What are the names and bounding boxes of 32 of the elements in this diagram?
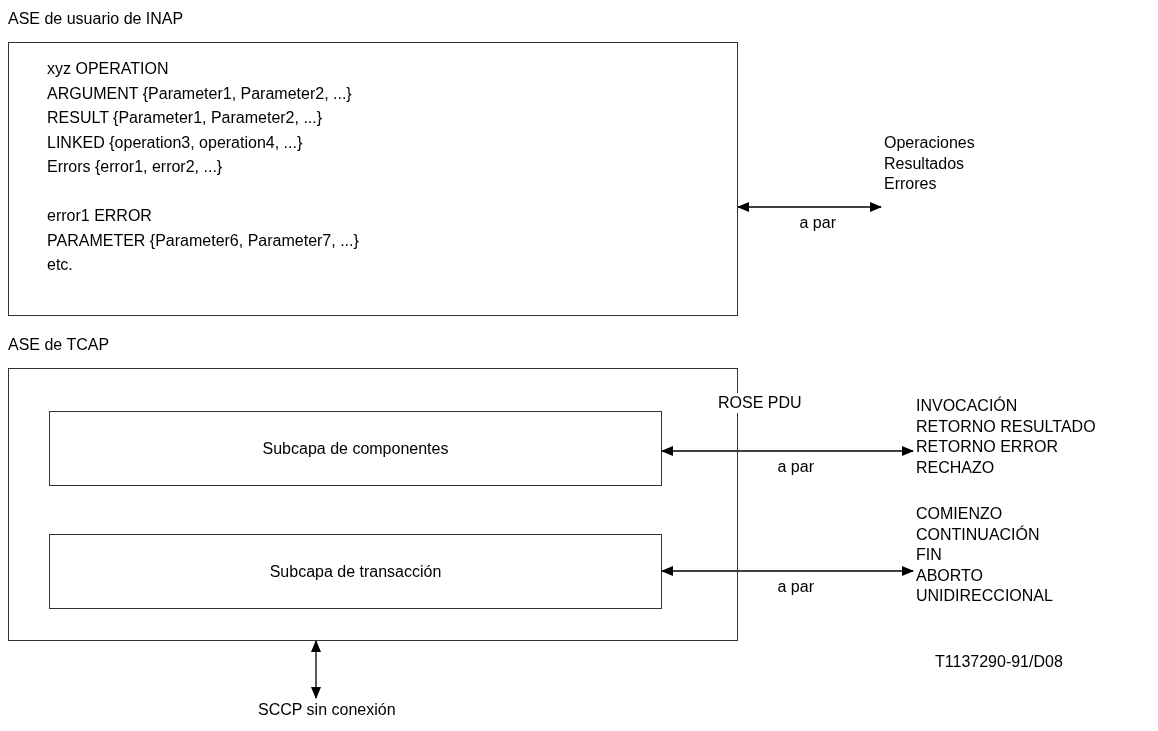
- message-name: Resultados: [884, 153, 965, 174]
- definition-line: Errors {error1, error2, ...}: [47, 157, 223, 177]
- definition-line: error1 ERROR: [47, 206, 152, 226]
- sublayer-box: [49, 534, 662, 609]
- message-name: CONTINUACIÓN: [916, 524, 1040, 545]
- double-arrow: [737, 202, 882, 212]
- sublayer-title: Subcapa de transacción: [268, 561, 443, 582]
- definition-line: etc.: [47, 255, 73, 275]
- definition-line: PARAMETER {Parameter6, Parameter7, ...}: [47, 230, 359, 251]
- message-name: RETORNO ERROR: [916, 437, 1058, 457]
- definition-line: RESULT {Parameter1, Parameter2, ...}: [47, 108, 323, 128]
- message-name: RECHAZO: [916, 457, 995, 478]
- pdu-label: ROSE PDU: [718, 393, 802, 413]
- double-arrow: [311, 640, 321, 699]
- message-name: Operaciones: [884, 133, 975, 153]
- definition-line: LINKED {operation3, operation4, ...}: [47, 132, 303, 153]
- definition-line: ARGUMENT {Parameter1, Parameter2, ...}: [47, 83, 352, 104]
- message-name: COMIENZO: [916, 504, 1003, 524]
- message-name: Errores: [884, 174, 937, 194]
- layer-title: ASE de usuario de INAP: [8, 9, 184, 29]
- sublayer-title: Subcapa de componentes: [261, 438, 450, 459]
- message-name: INVOCACIÓN: [916, 396, 1018, 416]
- double-arrow: [661, 566, 914, 576]
- message-name: FIN: [916, 545, 942, 565]
- definition-line: xyz OPERATION: [47, 59, 169, 79]
- message-name: RETORNO RESULTADO: [916, 416, 1096, 437]
- layer-name: SCCP sin conexión: [258, 700, 396, 720]
- double-arrow: [661, 446, 914, 456]
- sublayer-box: [49, 411, 662, 486]
- message-name: ABORTO: [916, 565, 983, 586]
- layer-title: ASE de TCAP: [8, 335, 110, 355]
- message-name: UNIDIRECCIONAL: [916, 586, 1053, 606]
